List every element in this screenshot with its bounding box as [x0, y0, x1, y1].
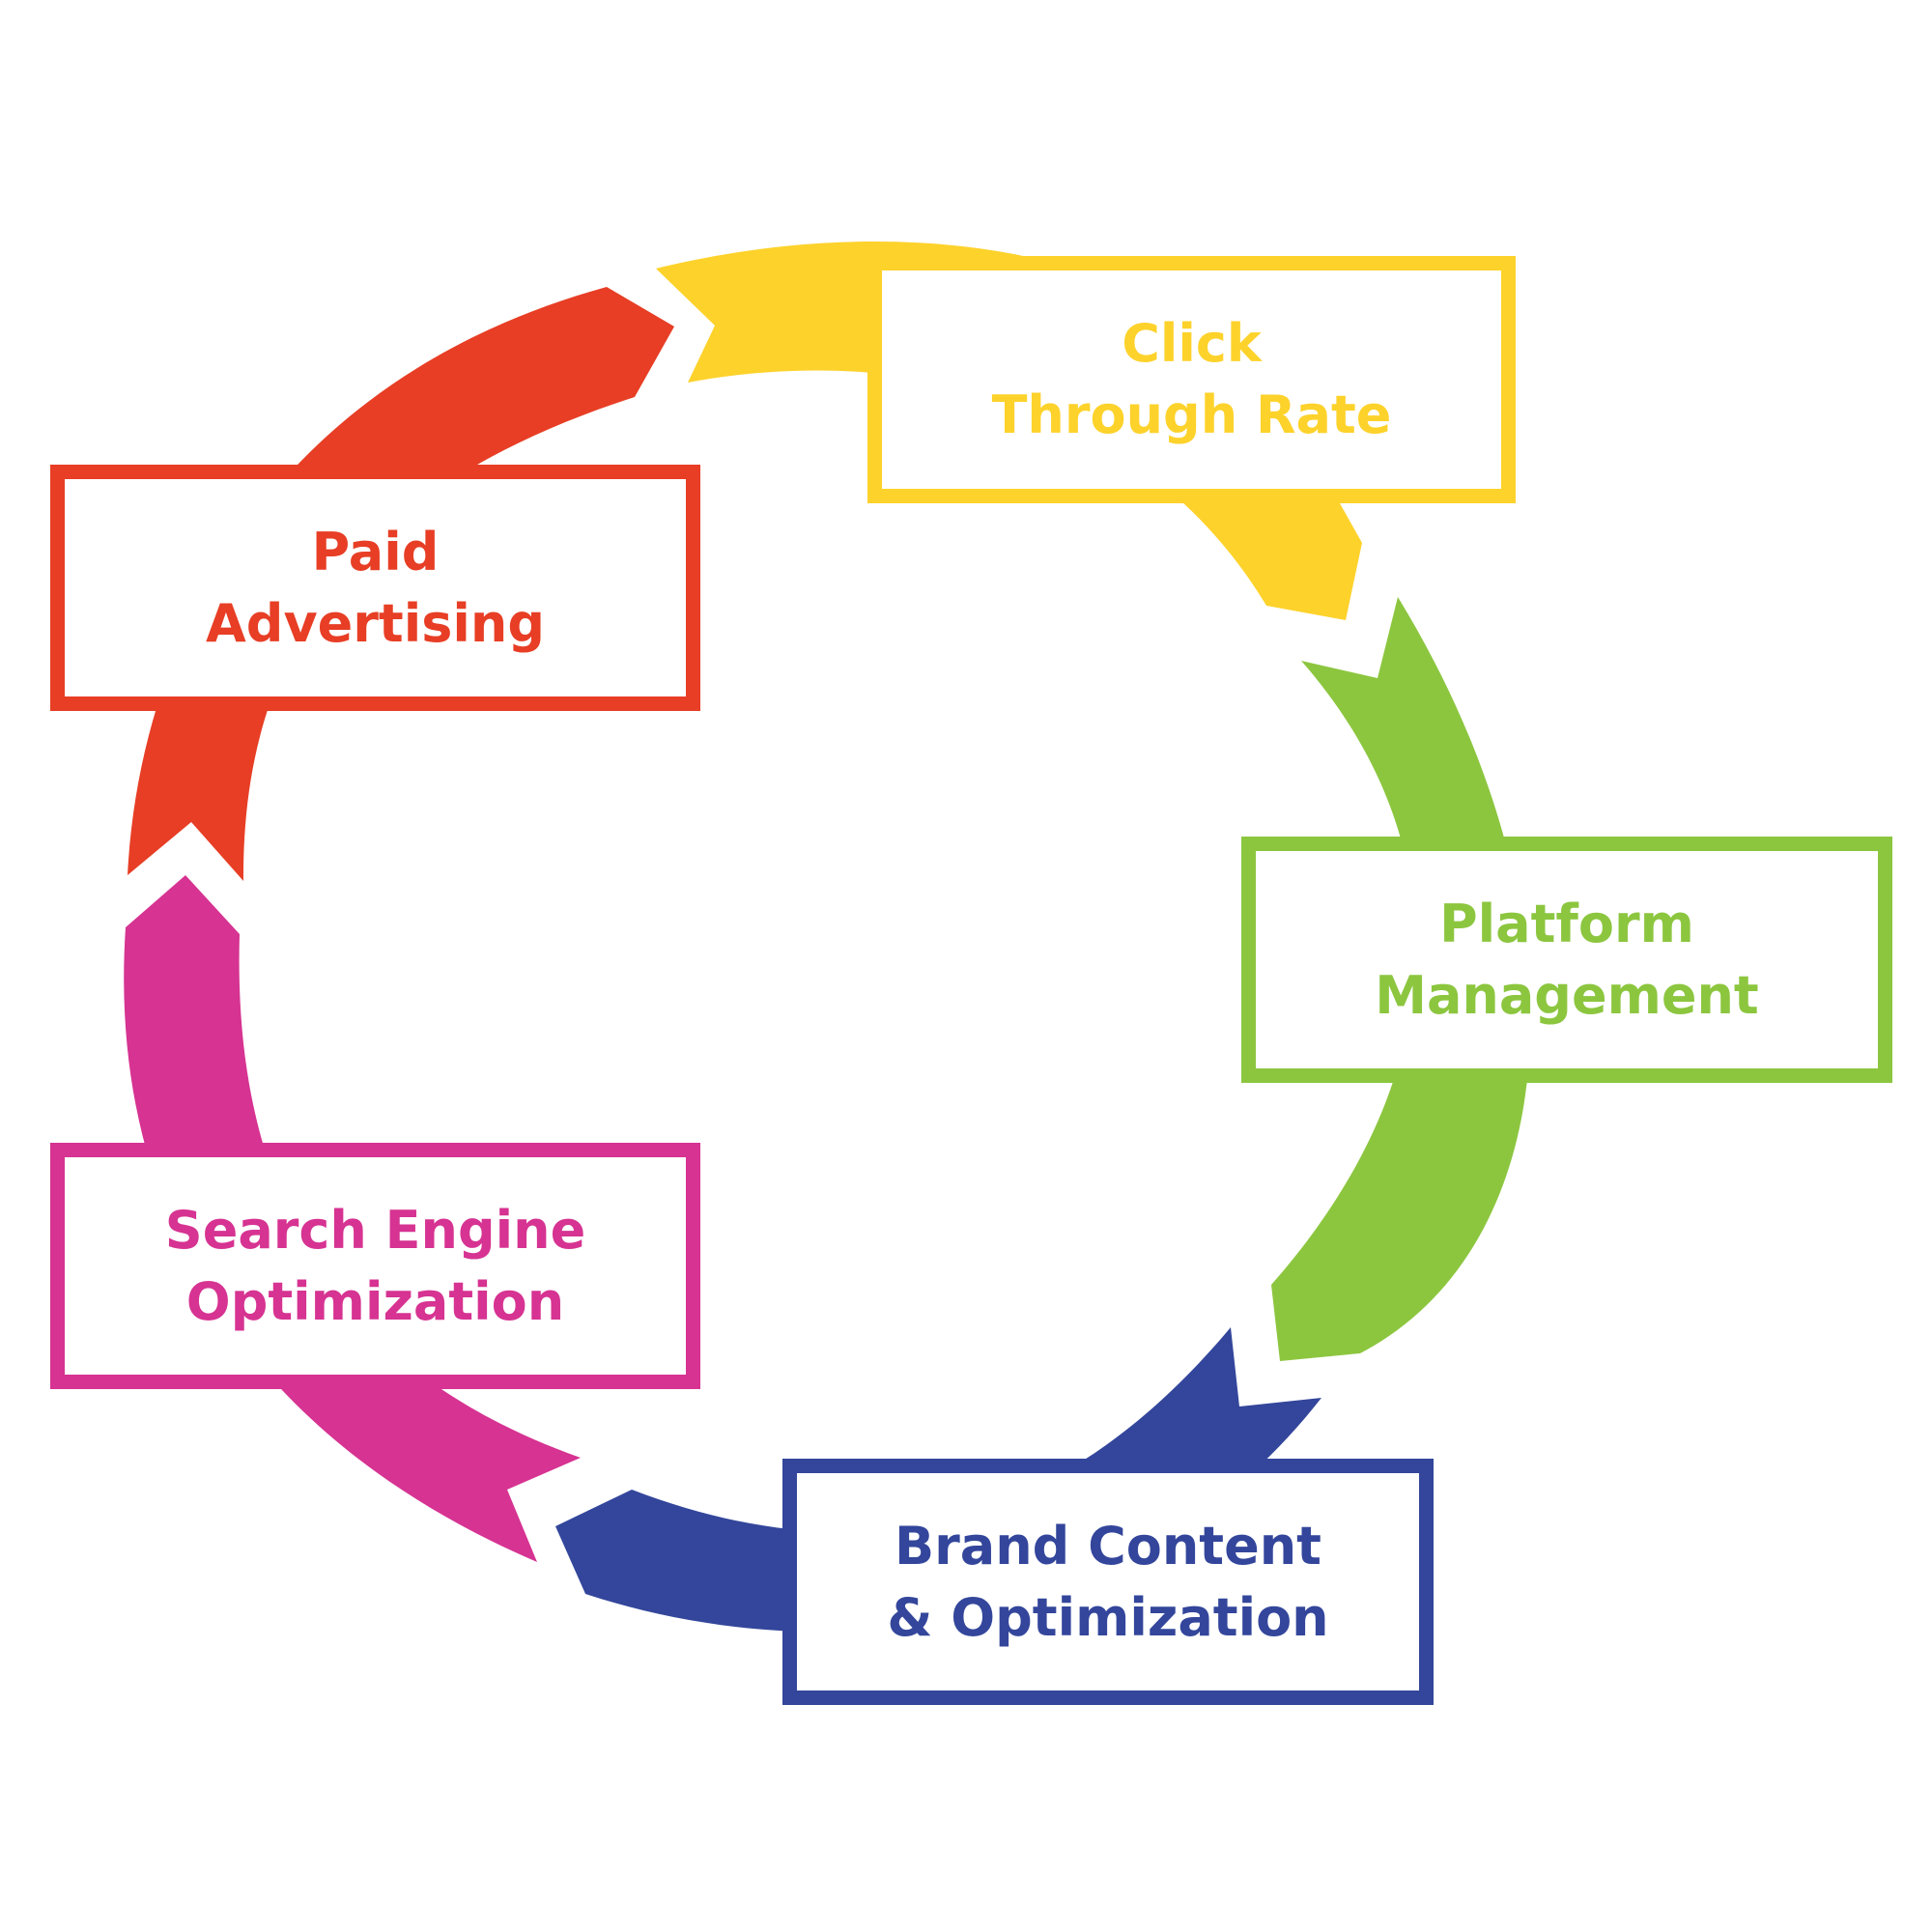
stage-label: Paid Advertising — [206, 521, 545, 654]
stage-label: Search Engine Optimization — [164, 1199, 586, 1332]
stage-click-through-rate: Click Through Rate — [867, 256, 1516, 503]
stage-brand-content-optimization: Brand Content & Optimization — [782, 1459, 1434, 1705]
stage-paid-advertising: Paid Advertising — [50, 465, 700, 711]
arrow-search-engine-optimization — [124, 875, 581, 1562]
arrow-platform-management — [1271, 597, 1531, 1361]
stage-label: Platform Management — [1375, 893, 1759, 1026]
stage-platform-management: Platform Management — [1241, 837, 1892, 1083]
stage-label: Click Through Rate — [991, 313, 1392, 445]
stage-label: Brand Content & Optimization — [887, 1515, 1329, 1648]
stage-search-engine-optimization: Search Engine Optimization — [50, 1143, 700, 1389]
